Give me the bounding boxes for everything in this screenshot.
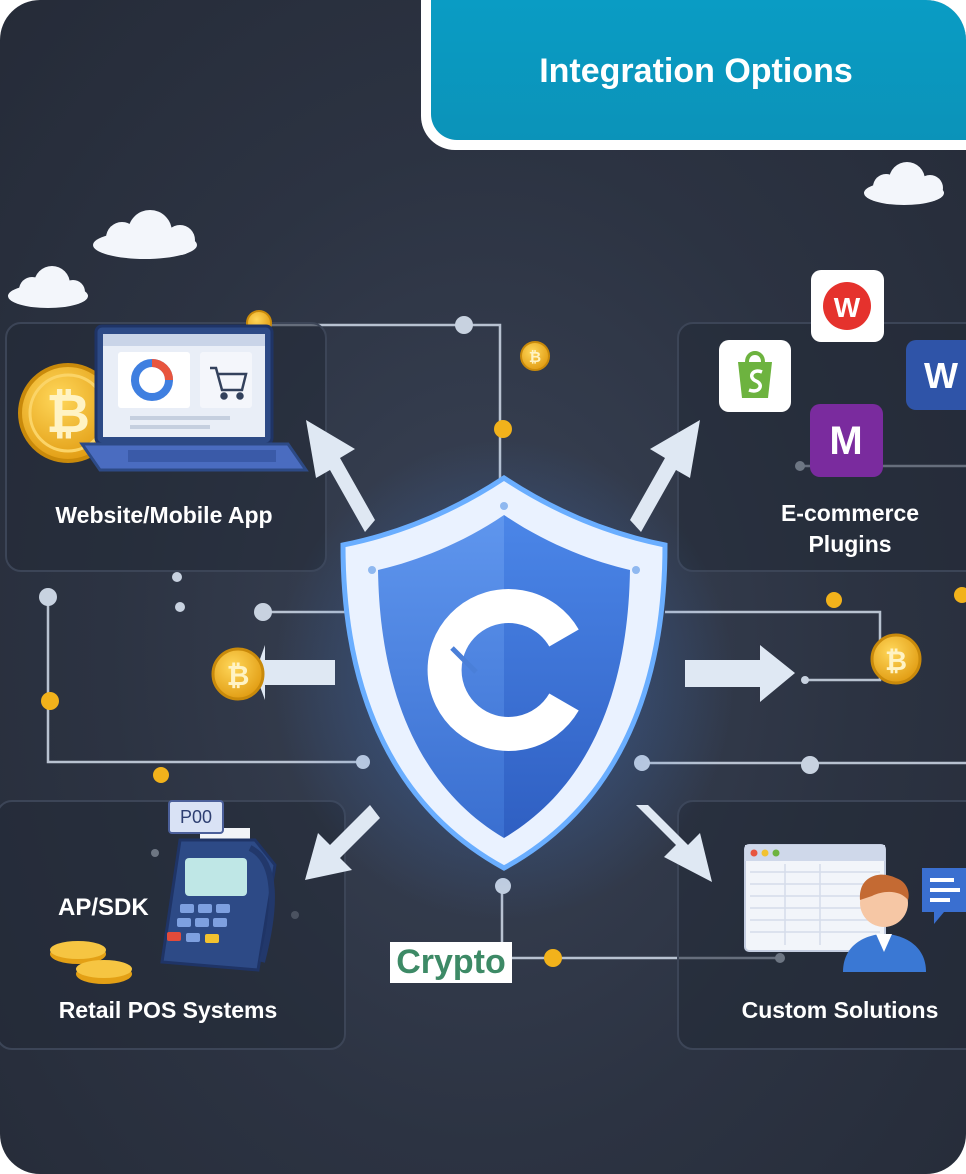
laptop-icon — [79, 324, 309, 472]
small-gold-dots — [41, 420, 966, 967]
cloud-icon — [864, 162, 944, 205]
wix-icon: W — [906, 340, 966, 410]
ecommerce-label-line1: E-commerce — [780, 500, 920, 526]
svg-text:₿: ₿ — [885, 646, 907, 677]
spreadsheet-icon — [744, 844, 886, 952]
page-title: Integration Options — [539, 52, 853, 90]
pos-terminal-icon — [160, 828, 277, 972]
pos-terminal-tag: P00 — [168, 800, 224, 834]
magento-icon: M — [810, 404, 883, 477]
woocommerce-icon: W — [811, 270, 884, 342]
svg-text:M: M — [829, 419, 862, 463]
bitcoin-coin-icon: ₿ — [18, 363, 118, 463]
shopping-cart-icon — [210, 366, 248, 400]
user-avatar-icon — [843, 874, 926, 972]
pos-label: Retail POS Systems — [58, 997, 278, 1023]
svg-text:₿: ₿ — [529, 348, 541, 366]
ecommerce-label-line2: Plugins — [808, 531, 892, 557]
header-tab — [431, 0, 966, 140]
shield-icon — [340, 475, 668, 871]
shopify-icon — [719, 340, 791, 412]
bitcoin-coin-icon: ₿ — [870, 633, 922, 685]
svg-text:W: W — [924, 355, 958, 396]
cloud-icon — [93, 210, 197, 259]
crypto-tag: Crypto — [390, 942, 512, 983]
bitcoin-coin-icon: ₿ — [520, 341, 550, 371]
custom-label: Custom Solutions — [741, 997, 939, 1023]
bitcoin-coin-icon: ₿ — [211, 647, 265, 701]
chat-bubble-icon — [922, 868, 966, 924]
arrow-icon — [255, 420, 795, 882]
svg-text:W: W — [834, 292, 861, 323]
svg-text:₿: ₿ — [46, 382, 90, 445]
logo-c-icon — [427, 589, 579, 751]
svg-text:₿: ₿ — [227, 659, 250, 692]
cloud-icon — [8, 266, 88, 308]
coin-stack-icon — [50, 941, 132, 984]
donut-chart-icon — [131, 359, 173, 401]
ap-sdk-label: AP/SDK — [58, 894, 149, 921]
website-label: Website/Mobile App — [55, 502, 273, 528]
